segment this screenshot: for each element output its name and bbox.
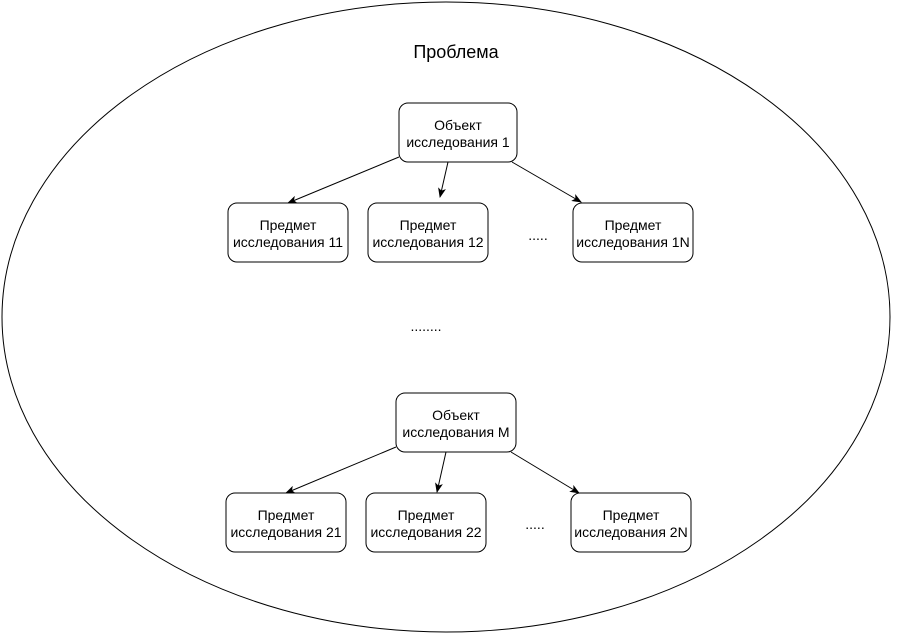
object-1-label: исследования 1 (406, 134, 510, 150)
edge-object-M-to-subject-2N (510, 451, 580, 494)
objects-ellipsis: ........ (410, 318, 441, 334)
subject-2N-label: Предмет (603, 507, 660, 523)
object-node-1 (398, 102, 518, 163)
subject-12-label: Предмет (400, 217, 457, 233)
subject-node-22 (365, 492, 487, 553)
edge-object-1-to-subject-12 (438, 161, 449, 198)
subject-22-label: Предмет (398, 507, 455, 523)
edge-object-M-to-subject-21 (285, 446, 397, 494)
subject-12-label: исследования 12 (372, 234, 483, 250)
subject-21-label: исследования 21 (230, 524, 341, 540)
problem-title: Проблема (413, 42, 499, 62)
subject-22-label: исследования 22 (370, 524, 481, 540)
subject-node-11 (227, 202, 349, 263)
subject-node-21 (225, 492, 347, 553)
subject-node-12 (367, 202, 489, 263)
object-M-label: исследования M (402, 424, 509, 440)
subject-node-1N (572, 202, 694, 263)
subject-2N-label: исследования 2N (574, 524, 687, 540)
object-M-label: Объект (432, 407, 480, 423)
edge-object-1-to-subject-1N (511, 161, 582, 203)
subjects-ellipsis-2: ..... (525, 516, 544, 532)
subjects-ellipsis-1: ..... (528, 227, 547, 243)
subject-1N-label: Предмет (605, 217, 662, 233)
edge-object-M-to-subject-22 (435, 451, 447, 493)
edge-object-1-to-subject-11 (287, 156, 400, 204)
subject-11-label: исследования 11 (233, 234, 343, 250)
subject-node-2N (570, 492, 692, 553)
object-node-M (395, 392, 517, 453)
subject-11-label: Предмет (260, 217, 317, 233)
object-1-label: Объект (434, 117, 482, 133)
subject-1N-label: исследования 1N (576, 234, 689, 250)
subject-21-label: Предмет (258, 507, 315, 523)
